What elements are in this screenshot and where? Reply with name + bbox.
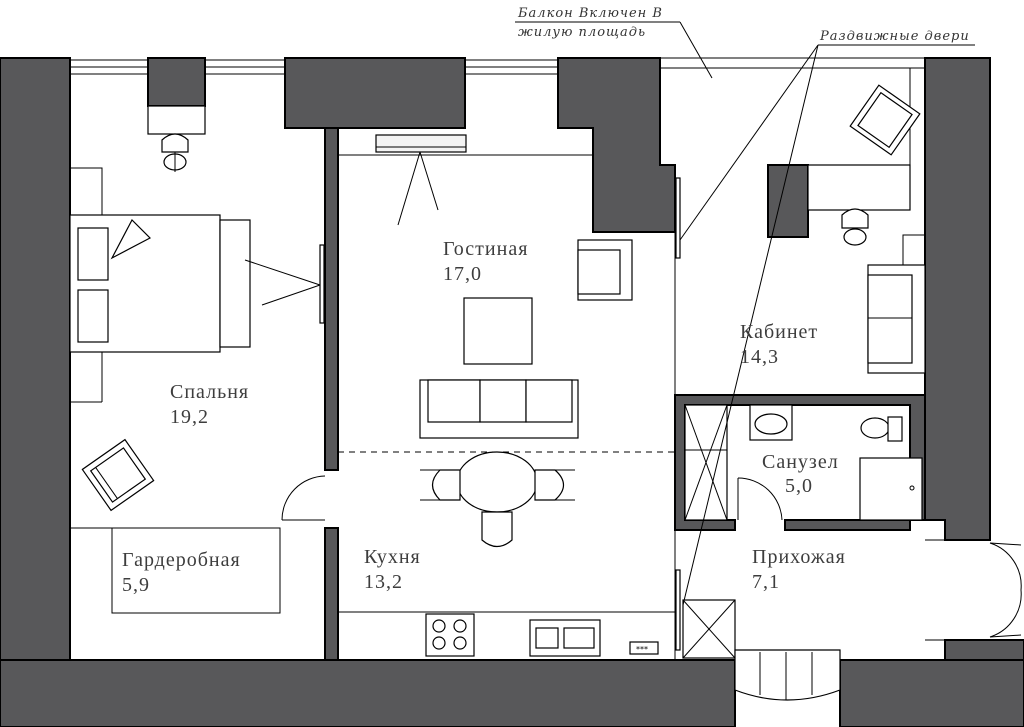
bedroom-chair [161,133,189,172]
living-armchair [577,239,633,301]
bedroom-furniture [69,105,321,512]
cooktop-panel [629,641,659,655]
kitchen-name: Кухня [364,546,421,568]
callout-lines [515,21,975,606]
bedroom-armchair [81,438,155,512]
wardrobe-area: 5,9 [122,574,150,596]
toilet [860,416,903,442]
doors [281,177,1022,651]
bedroom-desk [147,105,206,135]
bedroom-name: Спальня [170,381,249,403]
bedroom-living-partition [324,127,339,471]
study-balcony-chair [849,84,921,156]
bedroom-area: 19,2 [170,406,209,428]
coffee-table [463,297,533,365]
kitchen-area: 13,2 [364,571,403,593]
balcony-note-line2: жилую площадь [518,25,646,40]
dining-table [420,451,575,548]
bathroom-walls [674,394,926,531]
kitchen-furniture: *** [425,613,659,657]
sliding-doors-note: Раздвижные двери [819,29,970,44]
walls [0,57,1024,727]
bathroom-area: 5,0 [785,475,813,497]
wardrobe-shelf [111,527,281,614]
hallway-furniture [682,599,841,701]
sofa [419,379,579,439]
balcony-note-line1: Балкон Включен В [517,6,663,21]
study-name: Кабинет [740,321,818,343]
hallway-area: 7,1 [752,571,780,593]
living-room-area: 17,0 [443,263,482,285]
callout-notes: Балкон Включен В жилую площадь Раздвижны… [517,6,970,44]
air-conditioner [375,134,467,153]
entrance-bench [734,649,841,701]
study-area: 14,3 [740,346,779,368]
living-furniture [375,134,633,548]
stove [425,613,475,657]
living-room-name: Гостиная [443,238,528,260]
hallway-name: Прихожая [752,546,846,568]
study-chair [841,208,869,246]
room-labels: Гостиная 17,0 Спальня 19,2 Кабинет 14,3 … [122,238,846,596]
bedroom-window-pier [147,57,206,107]
svg-text:***: *** [636,645,648,654]
wardrobe-name: Гардеробная [122,549,241,571]
study-furniture [807,84,926,374]
right-outer-wall-bottom [944,639,1024,661]
double-bed [69,214,321,353]
bathroom-fixtures [684,404,923,521]
left-outer-wall [0,57,71,727]
study-sofa [867,264,926,374]
wardrobe-kitchen-partition [324,527,339,661]
room-outlines [69,154,990,660]
study-desk [807,164,911,211]
living-balcony-pier [557,57,676,233]
bottom-outer-wall-right [839,659,1024,727]
windows [69,57,926,165]
bathtub-tray [859,457,923,521]
bottom-outer-wall-left [0,659,736,727]
right-outer-wall-top [924,57,991,541]
bathroom-name: Санузел [762,451,839,473]
